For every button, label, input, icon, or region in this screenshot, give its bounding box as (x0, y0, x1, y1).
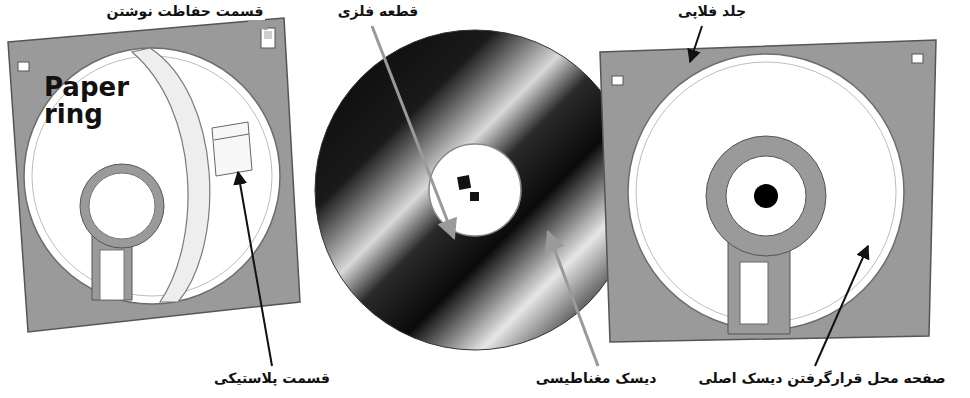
right-shell (600, 40, 936, 342)
paper-ring-label: Paper ring (42, 74, 146, 129)
part-label: قطعه فلزی (336, 3, 421, 20)
part-label: قسمت حفاظت نوشتن (105, 3, 266, 20)
part-label: صفحه محل قرارگرفتن دیسک اصلی (696, 370, 947, 387)
part-label: دیسک مغناطیسی (534, 370, 659, 387)
magnetic-disk (315, 30, 635, 350)
leader-lines (238, 13, 868, 366)
left-shell (8, 18, 300, 332)
part-label: قسمت پلاستیکی (212, 370, 332, 387)
part-label: جلد فلاپی (676, 3, 748, 20)
